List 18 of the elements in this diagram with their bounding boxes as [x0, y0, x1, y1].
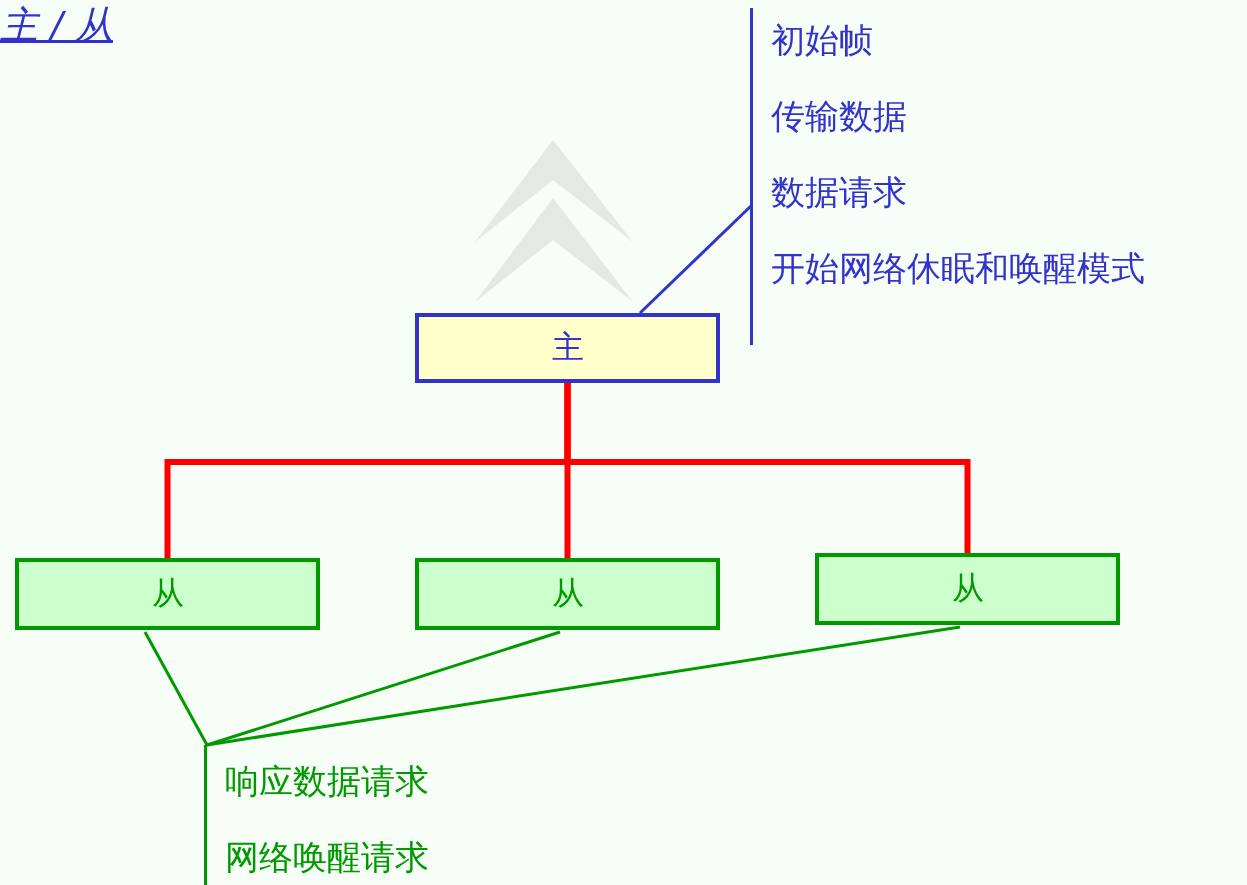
title: 主 / 从: [0, 2, 113, 49]
list-item: 网络唤醒请求: [225, 837, 429, 877]
box-label: 从: [151, 573, 184, 614]
list-item: 初始帧: [771, 20, 873, 60]
master-box: [415, 313, 720, 383]
box-label: 从: [551, 573, 584, 614]
list-item: 响应数据请求: [225, 761, 429, 801]
list-item: 开始网络休眠和唤醒模式: [771, 248, 1145, 288]
list-item: 数据请求: [771, 172, 907, 212]
box-label: 从: [951, 568, 984, 609]
connector-line: [564, 383, 971, 553]
list-item: 传输数据: [771, 96, 907, 136]
slave-box: [415, 558, 720, 630]
box-label: 主: [551, 327, 584, 368]
slave-box: [815, 553, 1120, 625]
leader-line: [143, 631, 209, 746]
leader-line: [206, 625, 961, 747]
slave-box: [15, 558, 320, 630]
